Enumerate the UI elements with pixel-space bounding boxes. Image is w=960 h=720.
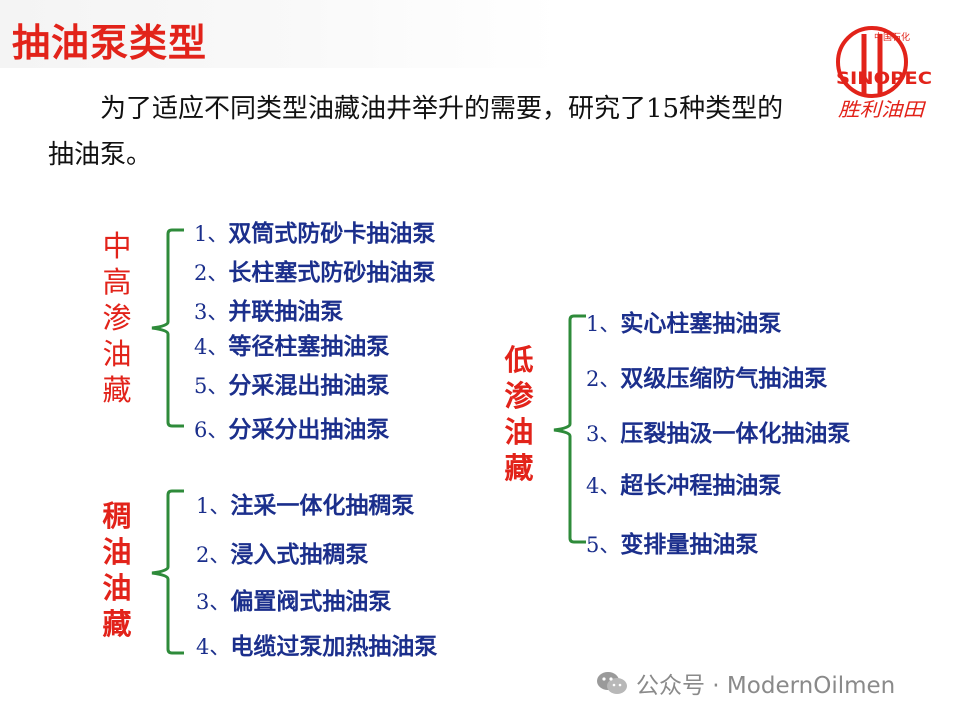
list-item-number: 4、 (586, 474, 621, 498)
list-item-number: 2、 (194, 261, 229, 285)
list-item-text: 浸入式抽稠泵 (230, 542, 369, 568)
list-item: 1、双筒式防砂卡抽油泵 (194, 214, 435, 248)
list-item: 4、等径柱塞抽油泵 (194, 327, 389, 361)
list-item: 1、实心柱塞抽油泵 (586, 304, 781, 338)
list-item: 5、分采混出抽油泵 (194, 366, 389, 400)
list-item-text: 双级压缩防气抽油泵 (620, 366, 828, 392)
list-item: 2、长柱塞式防砂抽油泵 (194, 253, 435, 287)
list-item-text: 注采一体化抽稠泵 (230, 493, 415, 519)
list-item-number: 2、 (196, 543, 231, 567)
list-item-text: 等径柱塞抽油泵 (228, 334, 390, 360)
svg-text:胜利油田: 胜利油田 (838, 99, 926, 121)
watermark: 公众号 · ModernOilmen (596, 666, 895, 700)
list-item-number: 2、 (586, 367, 621, 391)
list-item: 5、变排量抽油泵 (586, 525, 758, 559)
list-item-text: 实心柱塞抽油泵 (620, 311, 782, 337)
list-item-text: 长柱塞式防砂抽油泵 (228, 260, 436, 286)
list-item: 2、双级压缩防气抽油泵 (586, 359, 827, 393)
list-item-number: 6、 (194, 418, 229, 442)
brace-low (553, 314, 586, 544)
list-item-number: 5、 (586, 533, 621, 557)
group-label-low: 低渗油藏 (504, 343, 534, 485)
list-item-text: 并联抽油泵 (228, 299, 344, 325)
list-item-number: 3、 (586, 422, 621, 446)
brace-heavy (151, 489, 184, 655)
sinopec-logo: 中国石化 SINOPEC 胜利油田 (836, 26, 932, 121)
list-item-number: 4、 (196, 635, 231, 659)
list-item-number: 3、 (196, 590, 231, 614)
list-item-text: 电缆过泵加热抽油泵 (230, 634, 438, 660)
list-item: 1、注采一体化抽稠泵 (196, 486, 414, 520)
list-item-text: 分采混出抽油泵 (228, 373, 390, 399)
wechat-icon (597, 672, 627, 694)
list-item-text: 压裂抽汲一体化抽油泵 (620, 421, 851, 447)
watermark-text: 公众号 · ModernOilmen (636, 673, 896, 699)
list-item-text: 超长冲程抽油泵 (620, 473, 782, 499)
svg-text:中国石化: 中国石化 (874, 31, 910, 43)
list-item: 4、电缆过泵加热抽油泵 (196, 627, 437, 661)
list-item-text: 变排量抽油泵 (620, 532, 759, 558)
page-title: 抽油泵类型 (12, 21, 208, 65)
list-item: 6、分采分出抽油泵 (194, 410, 389, 444)
list-item-number: 3、 (194, 300, 229, 324)
list-item: 3、压裂抽汲一体化抽油泵 (586, 414, 850, 448)
list-item-number: 5、 (194, 374, 229, 398)
intro-paragraph: 为了适应不同类型油藏油井举升的需要，研究了15种类型的抽油泵。 (48, 86, 808, 178)
group-label-medium: 中高渗油藏 (102, 229, 132, 407)
svg-text:SINOPEC: SINOPEC (836, 69, 932, 89)
list-item: 3、并联抽油泵 (194, 292, 343, 326)
list-item-text: 双筒式防砂卡抽油泵 (228, 221, 436, 247)
list-item-text: 偏置阀式抽油泵 (230, 589, 392, 615)
intro-text: 为了适应不同类型油藏油井举升的需要，研究了15种类型的抽油泵。 (48, 94, 784, 170)
list-item: 2、浸入式抽稠泵 (196, 535, 368, 569)
brace-medium (151, 228, 184, 428)
list-item: 3、偏置阀式抽油泵 (196, 582, 391, 616)
title-bar (0, 0, 560, 68)
list-item-number: 4、 (194, 335, 229, 359)
list-item-number: 1、 (196, 494, 231, 518)
list-item-text: 分采分出抽油泵 (228, 417, 390, 443)
group-label-heavy: 稠油油藏 (102, 499, 132, 641)
list-item-number: 1、 (194, 222, 229, 246)
list-item: 4、超长冲程抽油泵 (586, 466, 781, 500)
list-item-number: 1、 (586, 312, 621, 336)
